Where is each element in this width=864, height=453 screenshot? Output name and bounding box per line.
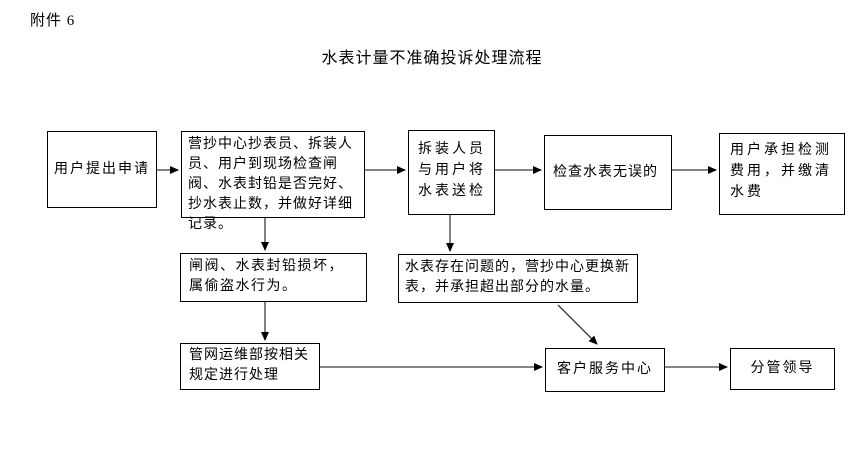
node-user-request: 用户提出申请 — [47, 131, 157, 208]
node-seal-damaged: 闸阀、水表封铅损坏，属偷盗水行为。 — [180, 253, 367, 302]
node-service-center: 客户服务中心 — [545, 348, 665, 392]
node-meter-ok: 检查水表无误的 — [544, 135, 672, 210]
node-send-meter: 拆装人员与用户将水表送检 — [408, 130, 495, 215]
node-site-check: 营抄中心抄表员、拆装人员、用户到现场检查闸阀、水表封铅是否完好、抄水表止数，并做… — [181, 131, 365, 232]
node-leader: 分管领导 — [730, 348, 835, 390]
node-user-pays: 用户承担检测费用，并缴清水费 — [719, 133, 845, 215]
arrow-meter-problem-to-service-center — [557, 304, 598, 345]
node-pipeline-dept: 管网运维部按相关规定进行处理 — [180, 343, 320, 390]
attachment-label: 附件 6 — [30, 13, 76, 29]
page-title: 水表计量不准确投诉处理流程 — [321, 50, 543, 67]
node-meter-problem: 水表存在问题的，营抄中心更换新表，并承担超出部分的水量。 — [398, 254, 638, 303]
